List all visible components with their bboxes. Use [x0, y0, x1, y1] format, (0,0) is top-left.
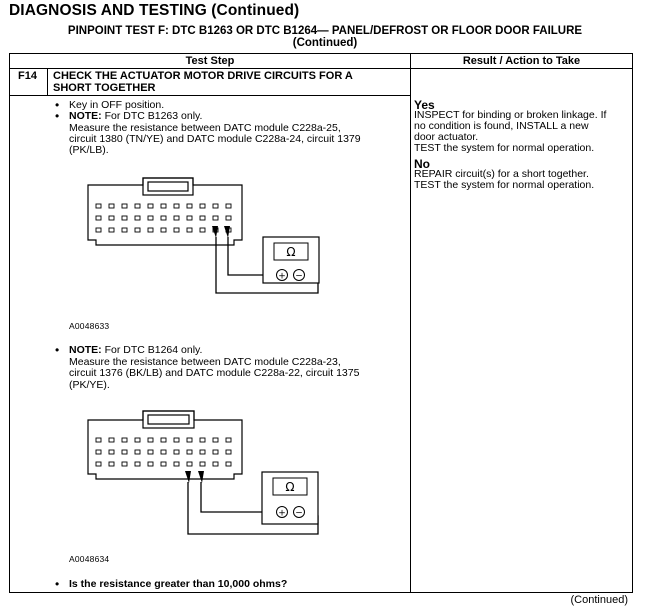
meter-minus-terminal — [293, 506, 305, 518]
connector-latch-slot — [147, 414, 190, 425]
measure1-line2: circuit 1380 (TN/YE) and DATC module C22… — [69, 133, 361, 145]
connector-latch — [142, 177, 194, 196]
connector-housing — [87, 410, 243, 480]
column-header-result: Result / Action to Take — [462, 55, 581, 67]
step-id: F14 — [18, 70, 37, 82]
figure2-id: A0048634 — [69, 554, 110, 564]
plus-label: + — [278, 272, 286, 282]
bullet-dot: • — [55, 577, 60, 591]
connector-pin-row-top — [95, 203, 232, 209]
measure2-line1: Measure the resistance between DATC modu… — [69, 356, 341, 368]
result-no-line2: TEST the system for normal operation. — [414, 179, 595, 191]
ohmmeter-display — [273, 242, 309, 261]
result-no-line1: REPAIR circuit(s) for a short together. — [414, 168, 589, 180]
result-yes-label: Yes — [414, 98, 435, 112]
measure1-line1: Measure the resistance between DATC modu… — [69, 122, 341, 134]
note-text: For DTC B1264 only. — [101, 344, 203, 356]
connector-latch — [142, 410, 195, 429]
bullet-dot: • — [55, 343, 60, 357]
result-yes-line3: door actuator. — [414, 131, 479, 143]
result-yes-line1: INSPECT for binding or broken linkage. I… — [414, 109, 607, 121]
figure1-id: A0048633 — [69, 321, 110, 331]
plus-label: + — [278, 509, 286, 519]
ohm-symbol: Ω — [285, 480, 294, 494]
minus-label: − — [295, 272, 303, 282]
result-yes-line2: no condition is found, INSTALL a new — [414, 120, 589, 132]
document-title: DIAGNOSIS AND TESTING (Continued) — [9, 2, 300, 19]
bullet-dot: • — [55, 98, 60, 112]
pinpoint-test-continued: (Continued) — [292, 37, 358, 49]
step-title-line1: CHECK THE ACTUATOR MOTOR DRIVE CIRCUITS … — [53, 70, 353, 82]
connector-pin-row-middle — [95, 449, 232, 455]
pinpoint-test-title: PINPOINT TEST F: DTC B1263 OR DTC B1264—… — [67, 25, 583, 37]
connector-pin-row-bottom — [95, 461, 232, 467]
note-text: For DTC B1263 only. — [101, 110, 203, 122]
result-no-label: No — [414, 157, 430, 171]
measure2-line3: (PK/YE). — [69, 379, 110, 391]
continued-footer: (Continued) — [570, 594, 628, 606]
note-label: NOTE: — [69, 110, 102, 122]
meter-plus-terminal — [276, 269, 288, 281]
minus-label: − — [295, 509, 303, 519]
bullet-dot: • — [55, 109, 60, 123]
probe-tips — [212, 226, 230, 238]
connector-housing — [87, 177, 243, 246]
result-yes-line4: TEST the system for normal operation. — [414, 142, 595, 154]
question: Is the resistance greater than 10,000 oh… — [69, 578, 288, 590]
ohmmeter — [261, 471, 319, 525]
connector-pin-row-middle — [95, 215, 232, 221]
connector-pin-row-bottom — [95, 227, 232, 233]
step-title-line2: SHORT TOGETHER — [53, 82, 156, 94]
ohm-symbol: Ω — [286, 245, 295, 259]
connector-diagram-b1263: Ω + − — [87, 177, 320, 294]
note-b1264: NOTE: For DTC B1264 only. — [69, 344, 203, 357]
measure2-line2: circuit 1376 (BK/LB) and DATC module C22… — [69, 367, 360, 379]
connector-pin-row-top — [95, 437, 232, 443]
step-key-off: Key in OFF position. — [69, 99, 165, 111]
connector-latch-slot — [147, 181, 189, 192]
meter-minus-terminal — [293, 269, 305, 281]
note-b1263: NOTE: For DTC B1263 only. — [69, 110, 203, 123]
connector-diagram-b1264: Ω + − — [87, 410, 319, 535]
probe-tips — [185, 471, 204, 483]
measure1-line3: (PK/LB). — [69, 144, 109, 156]
note-label: NOTE: — [69, 344, 102, 356]
ohmmeter-display — [272, 477, 308, 496]
column-header-test-step: Test Step — [185, 55, 235, 67]
meter-plus-terminal — [276, 506, 288, 518]
